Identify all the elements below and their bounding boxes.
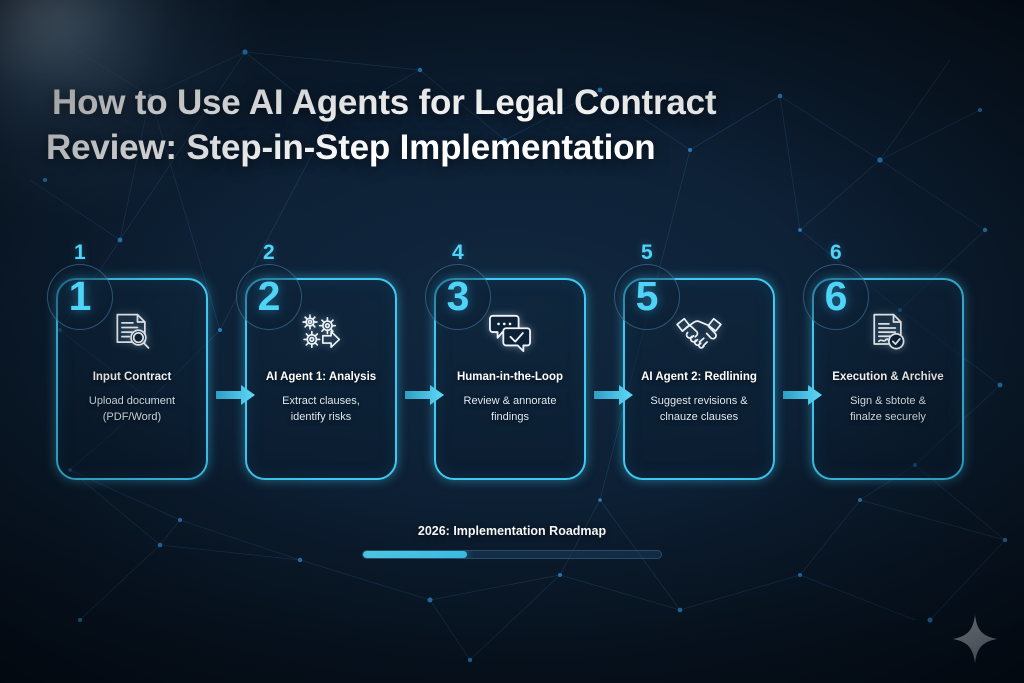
roadmap-label: 2026: Implementation Roadmap (417, 524, 607, 538)
step-desc-line1-4: Suggest revisions & (650, 395, 748, 407)
step-title-5: Execution & Archive (832, 371, 944, 383)
step-badge-number-5: 6 (824, 273, 848, 319)
step-mini-number-2: 2 (263, 241, 275, 264)
step-desc-line2-3: findings (491, 411, 529, 423)
step-badge-number-4: 5 (635, 273, 659, 319)
gears-arrow-icon (291, 306, 351, 360)
step-desc-line2-5: finalze securely (850, 411, 926, 423)
step-desc-5: Sign & sbtote & finalze securely (850, 393, 926, 425)
handshake-icon (669, 306, 729, 360)
step-badge-3: 3 (425, 264, 491, 330)
roadmap-footer: 2026: Implementation Roadmap (0, 524, 1024, 559)
speech-bubbles-check-icon (480, 306, 540, 360)
step-badge-1: 1 (47, 264, 113, 330)
step-badge-4: 5 (614, 264, 680, 330)
step-badge-number-1: 1 (68, 273, 92, 319)
step-card-1[interactable]: 1 1 Input Cont (47, 242, 255, 480)
step-desc-2: Extract clauses, identify risks (282, 393, 360, 425)
step-mini-number-5: 6 (830, 241, 842, 264)
page-title-line-1: How to Use AI Agents for Legal Contract (52, 83, 717, 122)
step-badge-5: 6 (803, 264, 869, 330)
step-badge-2: 2 (236, 264, 302, 330)
step-badge-number-3: 3 (446, 273, 470, 319)
arrow-connector-3-to-4 (594, 385, 633, 405)
step-card-5[interactable]: 6 6 Execution (803, 242, 964, 480)
roadmap-progress-fill (363, 551, 468, 558)
step-title-4: AI Agent 2: Redlining (641, 371, 757, 383)
page-title-line-2: Review: Step-in-Step Implementation (46, 128, 656, 167)
step-badge-number-2: 2 (257, 273, 281, 319)
step-desc-1: Upload document (PDF/Word) (89, 393, 175, 425)
step-desc-line1-5: Sign & sbtote & (850, 395, 926, 407)
step-desc-3: Review & annorate findings (464, 393, 557, 425)
step-desc-line1-2: Extract clauses, (282, 395, 360, 407)
step-desc-line1-1: Upload document (88, 395, 176, 407)
step-mini-number-4: 5 (641, 241, 653, 264)
arrow-connector-1-to-2 (216, 385, 255, 405)
arrow-connector-4-to-5 (783, 385, 822, 405)
step-desc-4: Suggest revisions & clnauze clauses (650, 393, 747, 425)
signed-document-check-icon (858, 306, 918, 360)
page-title: How to Use AI Agents for Legal Contract … (46, 80, 882, 170)
step-title-3: Human-in-the-Loop (456, 371, 564, 383)
step-desc-line1-3: Review & annorate (463, 395, 557, 407)
step-title-1: Input Contract (92, 371, 172, 383)
document-search-icon (102, 306, 162, 360)
step-title-2: AI Agent 1: Analysis (265, 371, 377, 383)
step-desc-line2-2: identify risks (290, 411, 352, 423)
arrow-connector-2-to-3 (405, 385, 444, 405)
step-card-3[interactable]: 4 3 Human-in-t (425, 242, 633, 480)
step-card-4[interactable]: 5 5 (614, 242, 822, 480)
roadmap-progress-track[interactable] (362, 550, 662, 559)
step-desc-line2-1: (PDF/Word) (102, 411, 162, 423)
step-desc-line2-4: clnauze clauses (659, 411, 739, 423)
step-card-2[interactable]: 2 2 (236, 242, 444, 480)
four-point-star-icon (953, 615, 997, 663)
steps-row: 1 1 Input Cont (0, 232, 1024, 482)
step-mini-number-3: 4 (452, 241, 464, 264)
step-mini-number-1: 1 (74, 241, 86, 264)
